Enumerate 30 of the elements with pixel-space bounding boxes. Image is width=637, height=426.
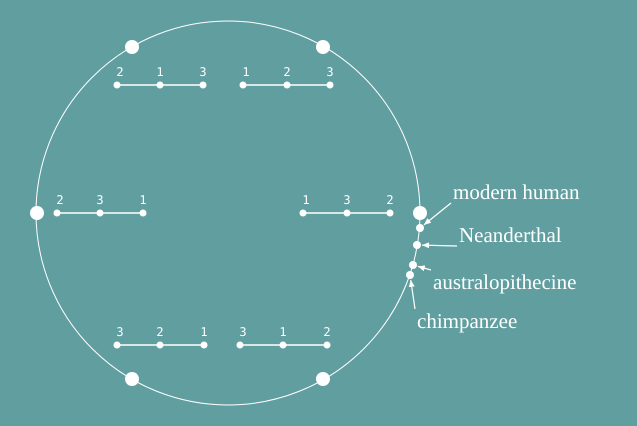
position-number: 1: [279, 326, 287, 338]
leader-line: [424, 202, 452, 226]
position-number: 3: [239, 326, 247, 338]
position-number: 2: [386, 194, 394, 206]
position-number: 2: [323, 326, 331, 338]
position-number: 3: [343, 194, 351, 206]
position-number: 1: [302, 194, 310, 206]
position-number: 2: [283, 66, 291, 78]
species-label: Neanderthal: [459, 225, 562, 246]
point-dot: [416, 224, 424, 232]
position-number: 3: [326, 66, 334, 78]
position-number: 3: [199, 66, 207, 78]
position-number: 2: [56, 194, 64, 206]
position-number: 2: [156, 326, 164, 338]
leader-line: [408, 280, 416, 310]
position-number: 3: [116, 326, 124, 338]
position-number: 1: [242, 66, 250, 78]
point-dot: [409, 261, 417, 269]
position-number: 1: [156, 66, 164, 78]
position-number: 1: [200, 326, 208, 338]
position-number: 1: [139, 194, 147, 206]
position-number: 3: [96, 194, 104, 206]
leader-line: [418, 265, 432, 272]
position-number: 2: [116, 66, 124, 78]
species-label: modern human: [453, 182, 580, 203]
point-dot: [406, 271, 414, 279]
species-label: chimpanzee: [417, 311, 518, 332]
point-dot: [413, 241, 421, 249]
leader-line: [422, 242, 458, 248]
species-label: australopithecine: [433, 272, 576, 293]
